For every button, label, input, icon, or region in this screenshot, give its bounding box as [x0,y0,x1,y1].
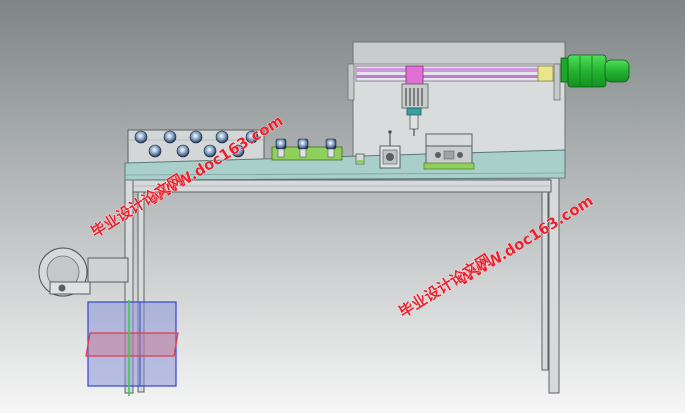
spindle-head [401,65,429,136]
feed-box [85,300,179,396]
guide-roller-plate [271,138,343,161]
roller-knobs [134,130,259,158]
vice [423,133,475,170]
slide-rail [355,65,555,82]
reel-wheel [38,247,129,297]
table-legs [124,174,560,394]
roller-panel [127,129,265,165]
drive-motor [560,54,630,88]
fixture [379,130,401,169]
clamp-block [355,153,365,165]
side-cabinet [347,41,566,161]
